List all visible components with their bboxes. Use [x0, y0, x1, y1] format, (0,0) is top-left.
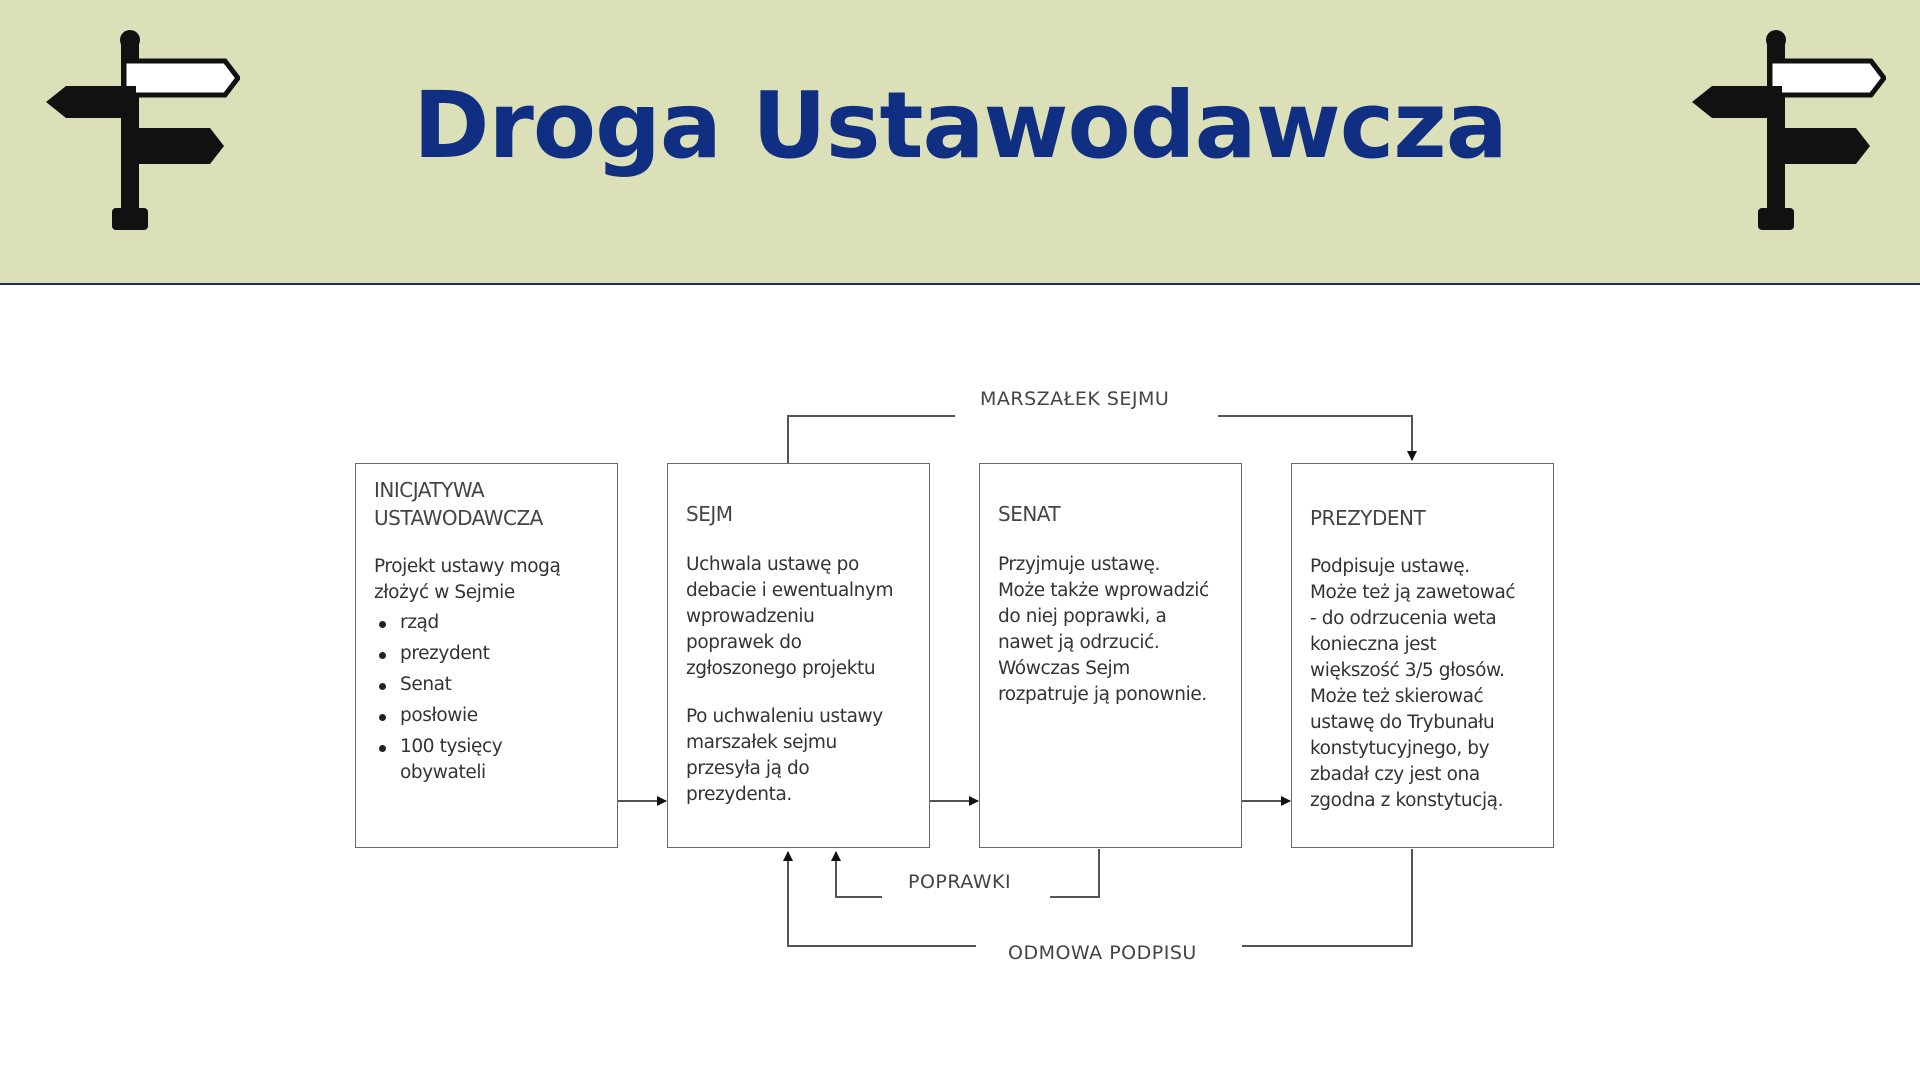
bullet-icon: [379, 621, 386, 628]
box-text: Podpisuje ustawę. Może też ją zawetować …: [1310, 556, 1516, 811]
poprawki-line-left: [831, 851, 882, 898]
list-item: rząd: [374, 610, 502, 636]
box-text: Projekt ustawy mogą złożyć w Sejmie: [374, 556, 561, 603]
list-item: 100 tysięcy obywateli: [374, 734, 503, 786]
box-sejm: SEJM Uchwala ustawę po debacie i ewentua…: [667, 463, 930, 848]
box-text: Przyjmuje ustawę. Może także wprowadzić …: [998, 554, 1209, 705]
box-heading: INICJATYWA USTAWODAWCZA: [374, 478, 543, 530]
bullet-icon: [379, 745, 386, 752]
box-heading: SENAT: [998, 502, 1061, 526]
box-heading: PREZYDENT: [1310, 506, 1426, 530]
page-title: Droga Ustawodawcza: [413, 72, 1508, 179]
box-initiative: INICJATYWA USTAWODAWCZA Projekt ustawy m…: [355, 463, 618, 848]
odmowa-line-right: [1242, 849, 1413, 947]
initiators-list: rząd prezydent Senat posłowie 100 tysięc…: [374, 610, 503, 791]
box-heading: SEJM: [686, 502, 733, 526]
box-text: Uchwala ustawę po debacie i ewentualnym …: [686, 554, 894, 679]
poprawki-line-right: [1050, 849, 1100, 898]
box-text-secondary: Po uchwaleniu ustawy marszałek sejmu prz…: [686, 706, 883, 805]
list-item: Senat: [374, 672, 502, 698]
signpost-icon: [1692, 30, 1886, 230]
bullet-icon: [379, 714, 386, 721]
marszalek-line-right: [1218, 415, 1417, 461]
list-item: prezydent: [374, 641, 502, 667]
header-banner: Droga Ustawodawcza: [0, 0, 1920, 285]
label-odmowa-podpisu: ODMOWA PODPISU: [1008, 942, 1197, 964]
label-poprawki: POPRAWKI: [908, 871, 1012, 893]
odmowa-line-left: [783, 851, 976, 947]
box-prezydent: PREZYDENT Podpisuje ustawę. Może też ją …: [1291, 463, 1554, 848]
bullet-icon: [379, 652, 386, 659]
signpost-icon: [46, 30, 240, 230]
marszalek-line-left: [787, 415, 955, 463]
label-marszalek-sejmu: MARSZAŁEK SEJMU: [980, 388, 1170, 410]
list-item: posłowie: [374, 703, 502, 729]
box-senat: SENAT Przyjmuje ustawę. Może także wprow…: [979, 463, 1242, 848]
bullet-icon: [379, 683, 386, 690]
